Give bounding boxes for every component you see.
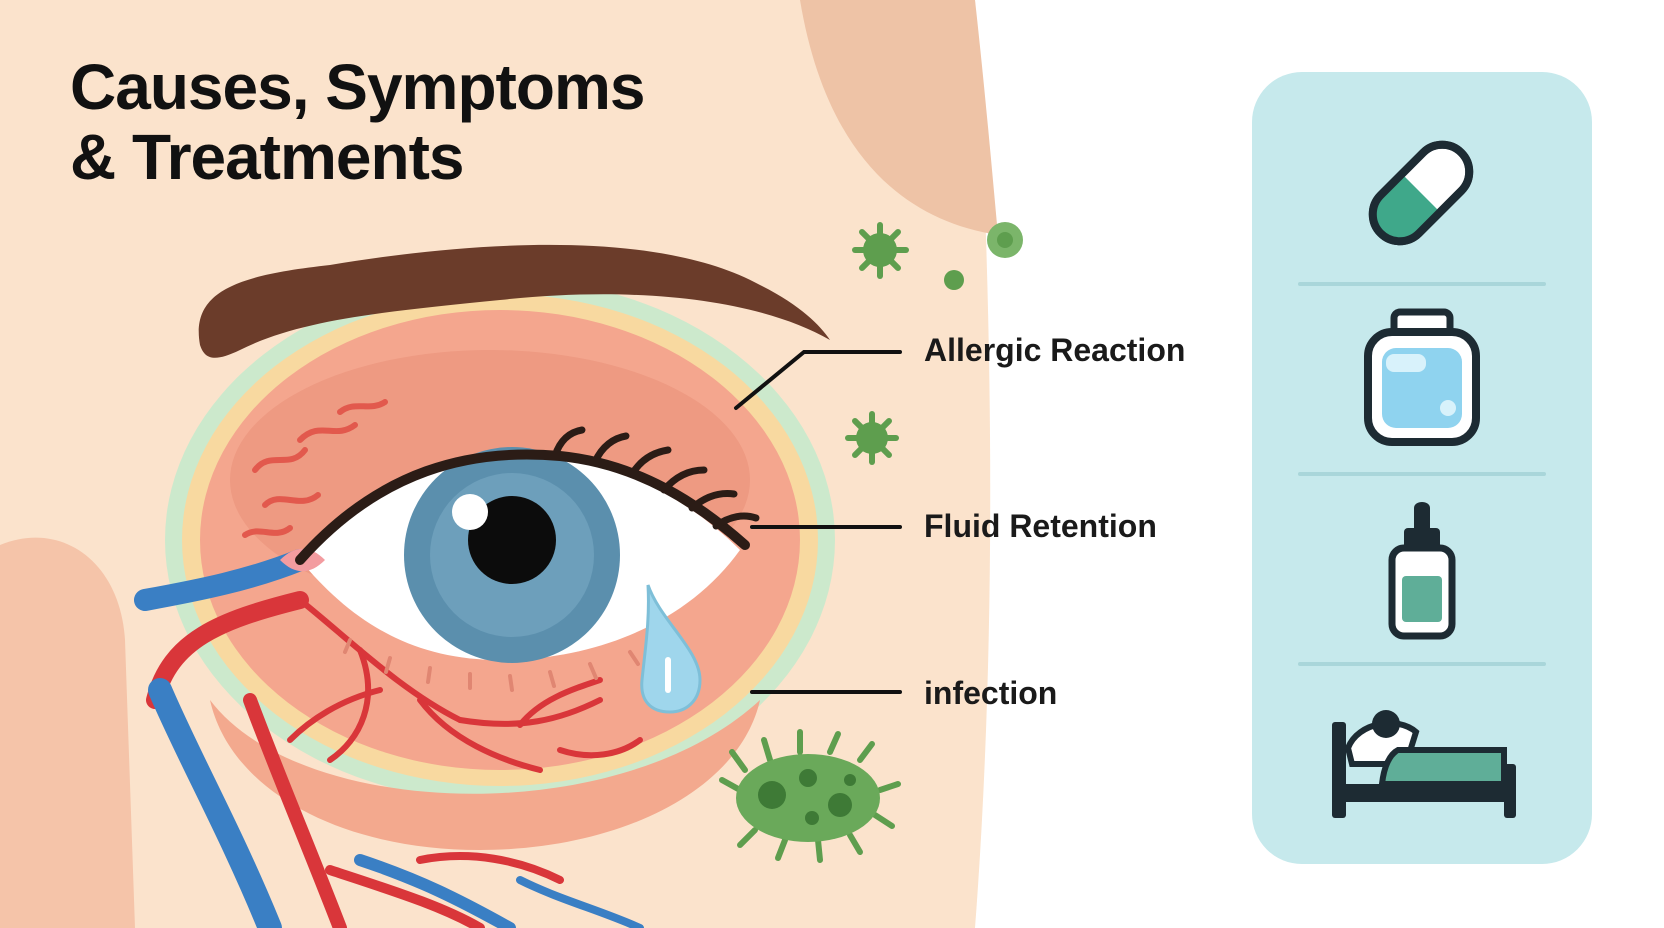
eyebrow bbox=[198, 244, 831, 358]
cheek-shading bbox=[800, 0, 998, 235]
cause-label-fluid-retention: Fluid Retention bbox=[924, 508, 1157, 544]
pollen-icon bbox=[852, 222, 909, 279]
cause-label-infection: infection bbox=[924, 675, 1058, 711]
nose-bridge bbox=[0, 537, 135, 928]
leader-allergic bbox=[734, 350, 902, 410]
treatment-divider bbox=[1298, 472, 1546, 476]
tear-drop-icon bbox=[640, 584, 702, 714]
irritation-marks bbox=[242, 399, 388, 538]
treatments-panel bbox=[1252, 72, 1592, 864]
bloodshot-veins bbox=[287, 597, 643, 773]
treatment-divider bbox=[1298, 282, 1546, 286]
bed-rest-icon bbox=[1332, 710, 1516, 818]
title-line-1: Causes, Symptoms bbox=[70, 51, 645, 123]
eye-highlight bbox=[452, 494, 488, 530]
bacteria-icon bbox=[719, 729, 901, 863]
treatment-divider bbox=[1298, 662, 1546, 666]
pollen-dot bbox=[944, 270, 964, 290]
under-eye-bag bbox=[210, 700, 760, 850]
eye-drops-bottle-icon bbox=[1388, 502, 1456, 640]
cold-compress-jar-icon bbox=[1364, 308, 1480, 446]
page-title: Causes, Symptoms & Treatments bbox=[70, 51, 645, 193]
eyelashes bbox=[551, 426, 760, 530]
pollen-icon bbox=[987, 222, 1023, 258]
pill-capsule-icon bbox=[1368, 140, 1474, 246]
label-leader-lines bbox=[734, 350, 902, 694]
pupil bbox=[468, 496, 556, 584]
pollen-icon bbox=[845, 411, 899, 465]
title-line-2: & Treatments bbox=[70, 121, 464, 193]
blood-vessels bbox=[134, 549, 644, 928]
cause-label-allergic-reaction: Allergic Reaction bbox=[924, 332, 1186, 368]
